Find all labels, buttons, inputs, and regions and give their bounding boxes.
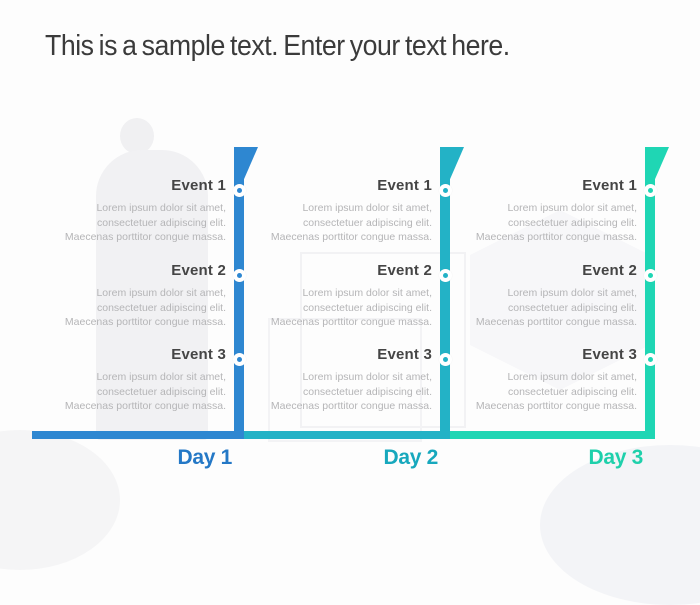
node-dot [648,188,653,193]
node-dot [237,188,242,193]
day-3-vertical-bar [645,147,655,439]
event-3-node-icon [644,353,657,366]
event-title[interactable]: Event 3 [582,346,637,363]
event-body-text[interactable]: Lorem ipsum dolor sit amet, consectetuer… [270,371,432,412]
event-block[interactable]: Event 2 Lorem ipsum dolor sit amet, cons… [237,261,432,330]
node-dot [443,273,448,278]
event-body-text[interactable]: Lorem ipsum dolor sit amet, consectetuer… [64,371,226,412]
day-3-flag-icon [645,147,669,179]
event-block[interactable]: Event 3 Lorem ipsum dolor sit amet, cons… [442,345,637,414]
node-dot [237,357,242,362]
event-body-text[interactable]: Lorem ipsum dolor sit amet, consectetuer… [475,371,637,412]
slide-title[interactable]: This is a sample text. Enter your text h… [45,30,510,62]
event-body-text[interactable]: Lorem ipsum dolor sit amet, consectetuer… [64,202,226,243]
event-2-node-icon [644,269,657,282]
event-block[interactable]: Event 2 Lorem ipsum dolor sit amet, cons… [31,261,226,330]
event-block[interactable]: Event 3 Lorem ipsum dolor sit amet, cons… [31,345,226,414]
event-1-node-icon [439,184,452,197]
event-body-text[interactable]: Lorem ipsum dolor sit amet, consectetuer… [270,287,432,328]
day-2-vertical-bar [440,147,450,439]
timeline-column-day-3: Event 1 Lorem ipsum dolor sit amet, cons… [435,147,669,469]
event-title[interactable]: Event 1 [171,177,226,194]
event-body-text[interactable]: Lorem ipsum dolor sit amet, consectetuer… [64,287,226,328]
event-body-text[interactable]: Lorem ipsum dolor sit amet, consectetuer… [475,287,637,328]
day-2-label[interactable]: Day 2 [383,446,438,469]
event-title[interactable]: Event 3 [171,346,226,363]
event-title[interactable]: Event 3 [377,346,432,363]
event-2-node-icon [439,269,452,282]
event-title[interactable]: Event 2 [377,262,432,279]
event-body-text[interactable]: Lorem ipsum dolor sit amet, consectetuer… [475,202,637,243]
event-3-node-icon [233,353,246,366]
node-dot [237,273,242,278]
day-3-label[interactable]: Day 3 [588,446,643,469]
event-title[interactable]: Event 1 [377,177,432,194]
event-title[interactable]: Event 2 [582,262,637,279]
node-dot [648,273,653,278]
event-3-node-icon [439,353,452,366]
timeline-base-segment-day-1 [32,431,244,439]
event-body-text[interactable]: Lorem ipsum dolor sit amet, consectetuer… [270,202,432,243]
event-block[interactable]: Event 2 Lorem ipsum dolor sit amet, cons… [442,261,637,330]
event-1-node-icon [644,184,657,197]
day-1-label[interactable]: Day 1 [177,446,232,469]
node-dot [443,188,448,193]
node-dot [648,357,653,362]
timeline-column-day-2: Event 1 Lorem ipsum dolor sit amet, cons… [230,147,464,469]
event-block[interactable]: Event 3 Lorem ipsum dolor sit amet, cons… [237,345,432,414]
day-1-vertical-bar [234,147,244,439]
event-2-node-icon [233,269,246,282]
event-1-node-icon [233,184,246,197]
event-block[interactable]: Event 1 Lorem ipsum dolor sit amet, cons… [237,176,432,245]
event-block[interactable]: Event 1 Lorem ipsum dolor sit amet, cons… [442,176,637,245]
timeline-base-segment-day-3 [450,431,655,439]
event-block[interactable]: Event 1 Lorem ipsum dolor sit amet, cons… [31,176,226,245]
event-title[interactable]: Event 2 [171,262,226,279]
timeline-base-segment-day-2 [244,431,450,439]
event-title[interactable]: Event 1 [582,177,637,194]
timeline-column-day-1: Event 1 Lorem ipsum dolor sit amet, cons… [24,147,258,469]
node-dot [443,357,448,362]
